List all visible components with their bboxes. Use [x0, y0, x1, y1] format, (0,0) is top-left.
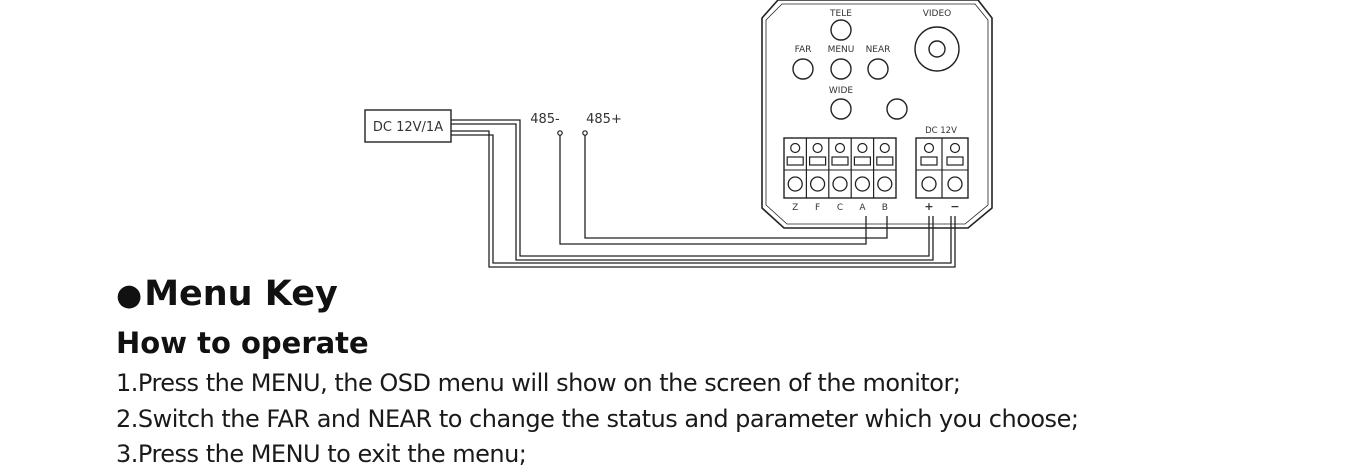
wire-dc-positive-inner [451, 123, 934, 261]
wiring-diagram: TELE VIDEO FAR MENU NEAR WIDE DC 12V Z F C… [364, 0, 993, 268]
terminal-screw-top [834, 142, 846, 154]
step-item: 2.Switch the FAR and NEAR to change the … [116, 404, 1079, 433]
rs485-minus-node [557, 130, 563, 136]
terminal-slot [853, 156, 872, 166]
video-connector-inner [928, 40, 946, 58]
wire-dc-negative-inner [451, 134, 952, 264]
terminal-screw-top [790, 142, 801, 154]
power-terminal-label: + [924, 200, 933, 213]
terminal-label: A [859, 203, 866, 213]
bullet-icon: ● [116, 278, 143, 313]
terminal-screw [947, 176, 963, 192]
rs485-minus-label: 485- [530, 112, 560, 127]
terminal-slot [808, 156, 827, 166]
terminal-slot [876, 156, 894, 166]
terminal-screw-top [812, 142, 823, 154]
power-terminal-block [915, 137, 969, 199]
wire-rs485-minus [559, 135, 867, 245]
terminal-screw [787, 176, 803, 192]
terminal-slot [920, 156, 938, 166]
video-label: VIDEO [923, 9, 952, 19]
far-button [792, 58, 814, 80]
terminal-screw-top [879, 142, 890, 154]
terminal-screw-top [923, 142, 935, 154]
terminal-screw-top [857, 142, 868, 154]
terminal-screw [809, 176, 826, 192]
terminal-screw-top [949, 142, 961, 154]
step-item: 3.Press the MENU to exit the menu; [116, 440, 527, 468]
near-label: NEAR [866, 45, 891, 55]
camera-panel-inner-outline [765, 3, 989, 225]
terminal-screw [854, 176, 871, 192]
power-supply-box [364, 109, 452, 143]
rs485-plus-label: 485+ [586, 112, 622, 127]
terminal-screw [832, 176, 848, 192]
tele-button [830, 19, 852, 41]
camera-panel-outline [761, 0, 993, 229]
near-button [867, 58, 889, 80]
power-terminal-label: − [950, 200, 959, 213]
section-title: Menu Key [144, 274, 338, 314]
terminal-screw [921, 176, 937, 192]
terminal-slot [831, 156, 849, 166]
wire-dc-positive [451, 119, 930, 257]
video-connector-outer [914, 26, 960, 72]
wide-button [830, 98, 852, 120]
terminal-slot [946, 156, 964, 166]
tele-label: TELE [829, 9, 852, 19]
step-item: 1.Press the MENU, the OSD menu will show… [116, 369, 961, 397]
wire-rs485-minus-inner [584, 135, 888, 239]
dc-label: DC 12V [925, 126, 957, 136]
terminal-screw [877, 176, 893, 192]
power-supply-label: DC 12V/1A [373, 120, 443, 135]
steps-list: 1.Press the MENU, the OSD menu will show… [116, 366, 1079, 473]
terminal-label: F [815, 203, 820, 213]
terminal-label: Z [792, 203, 798, 213]
terminal-slot [786, 156, 804, 166]
section-heading: ●Menu Key [116, 274, 338, 314]
unlabeled-button [886, 98, 908, 120]
wide-label: WIDE [829, 86, 853, 96]
control-terminal-block [783, 137, 897, 199]
section-subtitle: How to operate [116, 326, 369, 360]
terminal-label: B [882, 203, 888, 213]
wire-dc-negative [451, 130, 956, 268]
menu-button [830, 58, 852, 80]
far-label: FAR [795, 45, 812, 55]
rs485-plus-node [582, 130, 588, 136]
terminal-label: C [837, 203, 843, 213]
menu-label: MENU [828, 45, 855, 55]
